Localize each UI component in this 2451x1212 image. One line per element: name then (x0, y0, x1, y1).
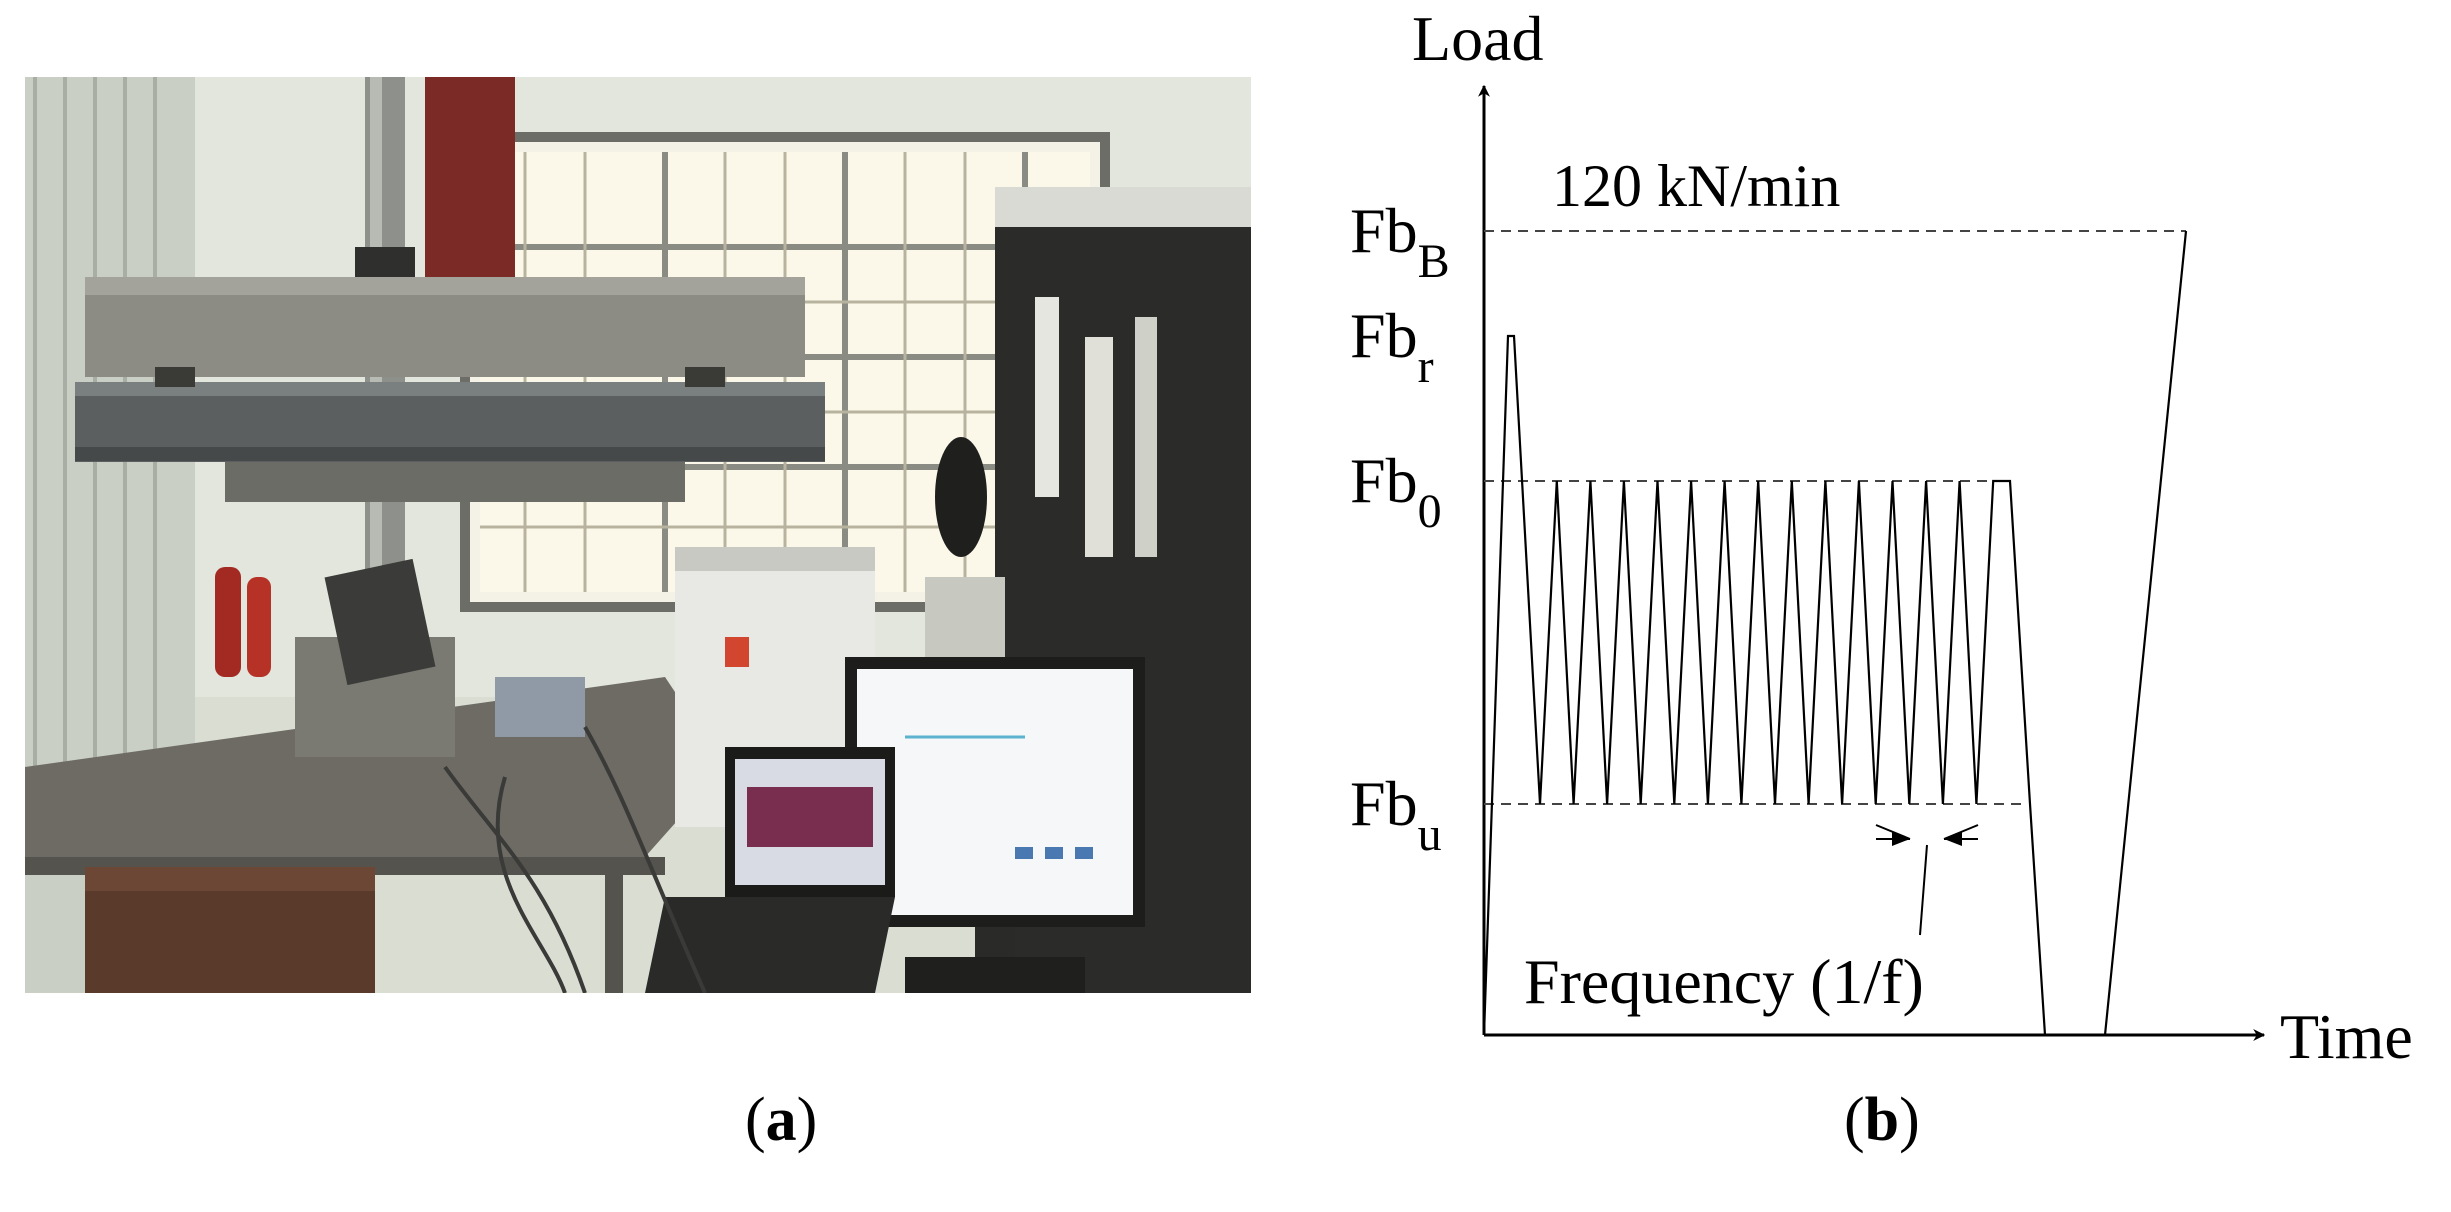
frequency-dimension (1875, 824, 1979, 936)
frequency-label: Frequency (1/f) (1524, 946, 1924, 1017)
laptop (645, 747, 895, 993)
test-setup-photo (25, 77, 1251, 993)
level-label-fbu: Fbu (1350, 768, 1442, 861)
x-axis-label: Time (2280, 1001, 2413, 1072)
caption-b: (b) (1844, 1086, 1920, 1154)
level-label-fbr: Fbr (1350, 300, 1434, 393)
fire-extinguishers (215, 567, 271, 677)
frequency-arrow-left (1892, 832, 1910, 846)
y-axis-label: Load (1412, 3, 1544, 74)
rate-label: 120 kN/min (1552, 153, 1840, 219)
wooden-stand (85, 867, 375, 993)
level-label-fbB: FbB (1350, 195, 1450, 288)
level-label-fb0: Fb0 (1350, 445, 1442, 538)
loading-beams (75, 277, 825, 502)
final-ramp-line (2103, 230, 2188, 1036)
frequency-arrow-right (1944, 832, 1962, 846)
work-table (25, 558, 725, 993)
caption-a: (a) (745, 1086, 818, 1154)
load-history-curve (1482, 334, 2047, 1036)
